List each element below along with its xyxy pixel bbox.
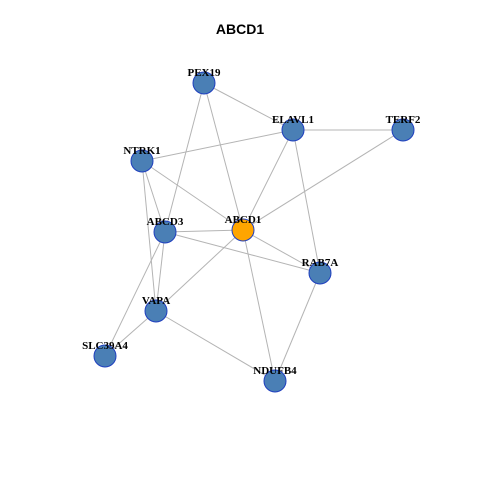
edge-pex19-elavl1 xyxy=(203,82,294,131)
node-layer xyxy=(93,71,415,393)
node-label-abcd3: ABCD3 xyxy=(147,216,184,228)
edge-elavl1-rab7a xyxy=(292,129,321,274)
node-abcd3[interactable] xyxy=(153,220,177,244)
edge-abcd1-rab7a xyxy=(242,229,321,274)
node-label-elavl1: ELAVL1 xyxy=(272,114,314,126)
edge-vapa-ndufb4 xyxy=(155,310,276,382)
edge-ntrk1-abcd3 xyxy=(141,160,166,233)
edge-ntrk1-vapa xyxy=(141,160,157,312)
edge-pex19-abcd3 xyxy=(164,82,205,233)
node-label-rab7a: RAB7A xyxy=(302,257,339,269)
edge-ntrk1-abcd1 xyxy=(141,160,244,231)
edge-abcd3-abcd1 xyxy=(164,229,244,233)
edge-rab7a-ndufb4 xyxy=(274,272,321,382)
node-ndufb4[interactable] xyxy=(263,369,287,393)
node-label-ndufb4: NDUFB4 xyxy=(253,365,297,377)
edge-abcd1-ndufb4 xyxy=(242,229,276,382)
edge-pex19-abcd1 xyxy=(203,82,244,231)
node-vapa[interactable] xyxy=(144,299,168,323)
node-label-slc39a4: SLC39A4 xyxy=(82,340,128,352)
edge-terf2-abcd1 xyxy=(242,129,404,231)
edge-abcd1-vapa xyxy=(155,229,244,312)
node-elavl1[interactable] xyxy=(281,118,305,142)
edge-elavl1-ntrk1 xyxy=(141,129,294,162)
node-ntrk1[interactable] xyxy=(130,149,154,173)
node-label-terf2: TERF2 xyxy=(386,114,421,126)
node-abcd1[interactable] xyxy=(231,218,255,242)
graph-title: ABCD1 xyxy=(215,21,265,37)
node-label-vapa: VAPA xyxy=(142,295,170,307)
node-label-ntrk1: NTRK1 xyxy=(123,145,160,157)
node-label-pex19: PEX19 xyxy=(188,67,222,79)
edge-elavl1-abcd1 xyxy=(242,129,294,231)
node-label-abcd1: ABCD1 xyxy=(225,214,262,226)
edge-layer xyxy=(104,82,404,382)
node-slc39a4[interactable] xyxy=(93,344,117,368)
edge-abcd3-rab7a xyxy=(164,231,321,274)
edge-abcd3-slc39a4 xyxy=(104,231,166,357)
node-terf2[interactable] xyxy=(391,118,415,142)
edge-abcd3-vapa xyxy=(155,231,166,312)
node-pex19[interactable] xyxy=(192,71,216,95)
node-rab7a[interactable] xyxy=(308,261,332,285)
